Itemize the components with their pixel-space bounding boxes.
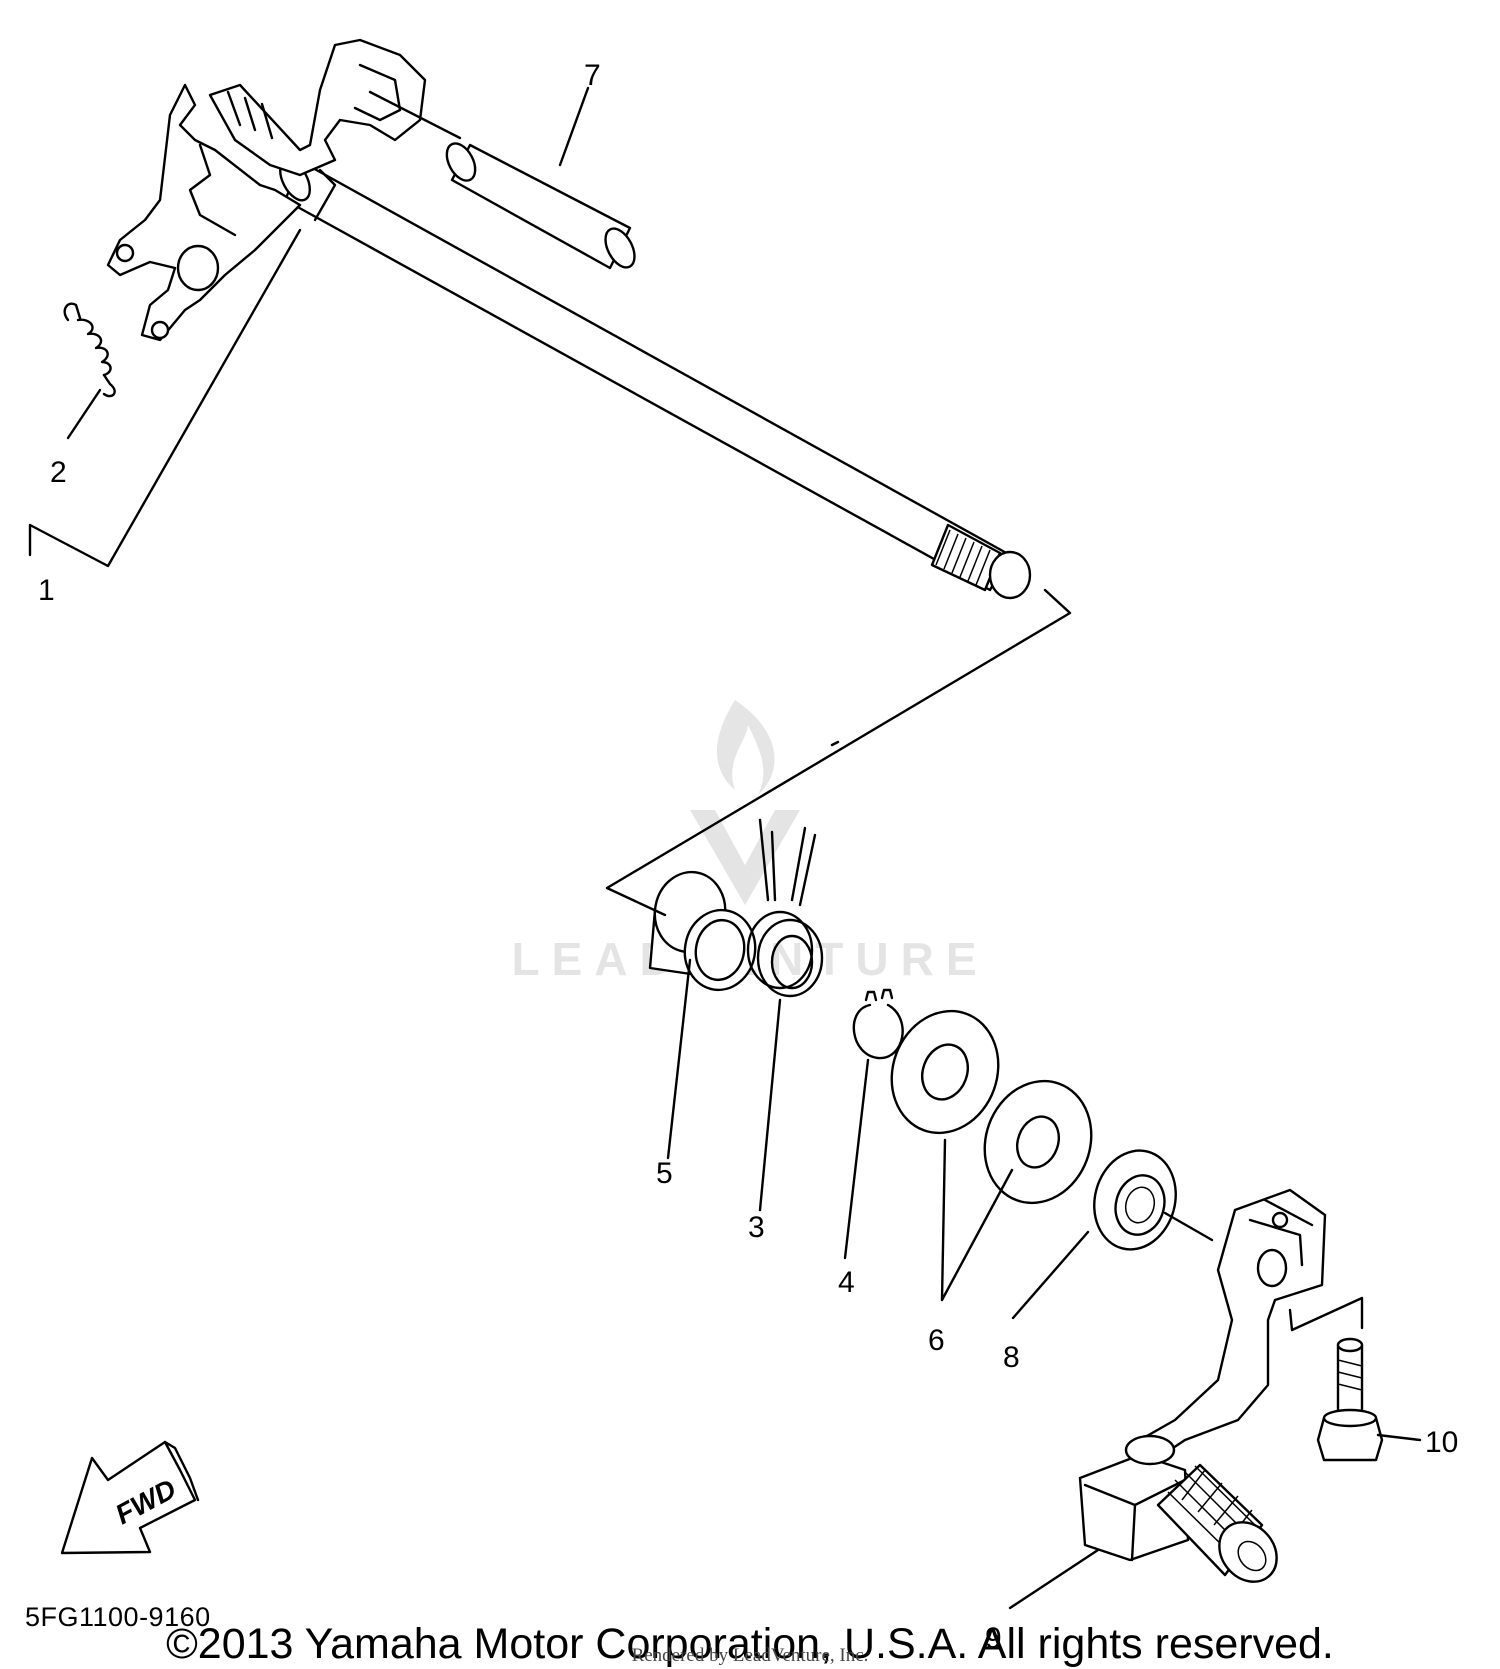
part-1-shift-shaft[interactable] (106, 38, 1032, 600)
flame-v-logo-icon (690, 700, 800, 905)
copyright-notice: ©2013 Yamaha Motor Corporation, U.S.A. A… (166, 1620, 1334, 1668)
callout-6: 6 (928, 1324, 945, 1357)
part-5-collar[interactable] (648, 867, 762, 996)
part-10-bolt[interactable] (1316, 1337, 1384, 1462)
part-7-pin[interactable] (441, 139, 640, 272)
callout-9: 9 (985, 1622, 1002, 1655)
part-9-shift-pedal[interactable] (1078, 1188, 1327, 1593)
part-8-bearing[interactable] (1083, 1141, 1186, 1258)
callout-7: 7 (584, 59, 601, 92)
part-6-washers[interactable] (875, 996, 1108, 1218)
leader-lines (28, 86, 1422, 1610)
shaft-spline (930, 523, 1032, 600)
part-3-torsion-spring[interactable] (746, 818, 824, 998)
fwd-arrow: FWD (60, 1440, 200, 1555)
diagram-code: 5FG1100-9160 (25, 1602, 211, 1632)
callout-4: 4 (838, 1266, 855, 1299)
part-4-circlip[interactable] (852, 988, 904, 1060)
callout-10: 10 (1425, 1426, 1458, 1459)
callout-3: 3 (748, 1211, 765, 1244)
callouts: 1 2 3 4 5 6 7 8 9 10 (38, 59, 1458, 1655)
part-2-spring[interactable] (63, 302, 116, 398)
callout-2: 2 (50, 456, 67, 489)
callout-1: 1 (38, 574, 55, 607)
callout-5: 5 (656, 1157, 673, 1190)
rendered-by-note: Rendered by LeadVenture, Inc. (631, 1645, 869, 1666)
callout-8: 8 (1003, 1341, 1020, 1374)
